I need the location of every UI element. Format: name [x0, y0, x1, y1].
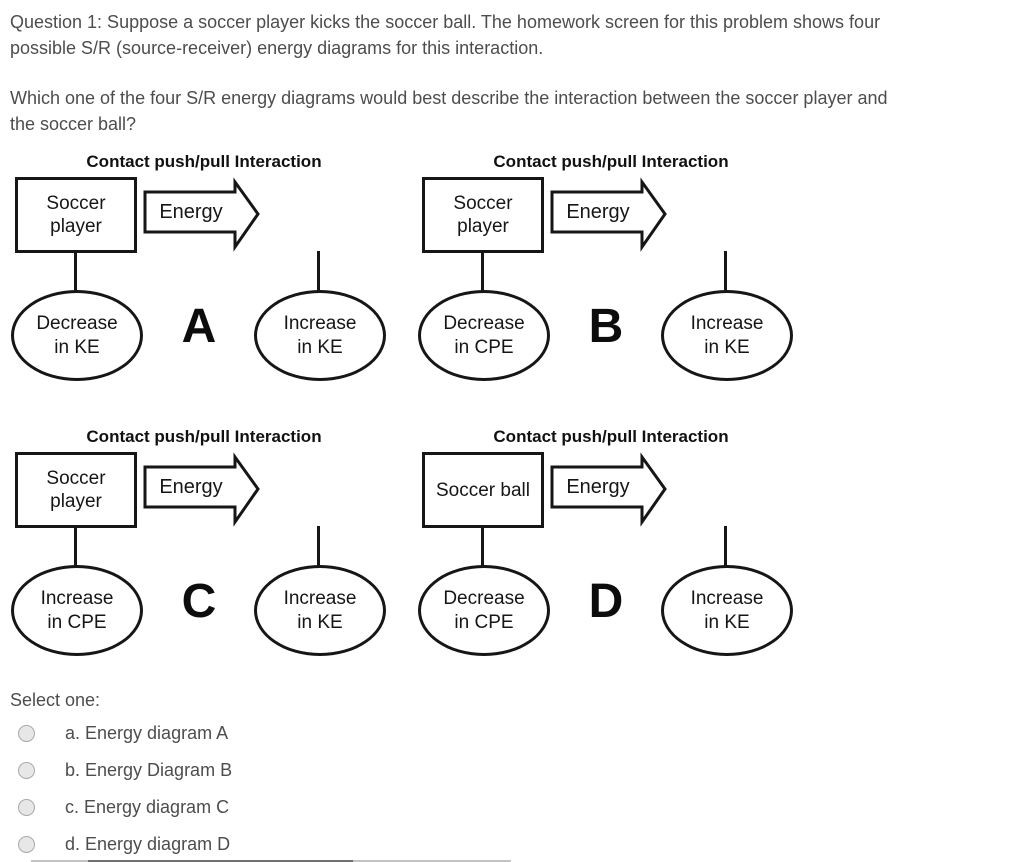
answer-option-a[interactable]: a. Energy diagram A [18, 722, 538, 744]
receiver-change-label: Increase in KE [283, 312, 357, 358]
receiver-connector-line [724, 251, 727, 292]
diagram-title: Contact push/pull Interaction [493, 427, 729, 446]
diagram-letter: C [181, 575, 217, 628]
select-one-label: Select one: [10, 690, 101, 710]
page-bottom-divider-dark [88, 860, 353, 862]
energy-diagram-b: Contact push/pull Interaction Soccer pla… [413, 150, 809, 390]
radio-button-a[interactable] [18, 724, 35, 742]
question-statement: Question 1: Suppose a soccer player kick… [10, 12, 881, 58]
answer-option-b-label[interactable]: b. Energy Diagram B [65, 759, 233, 780]
source-box-label: Soccer player [46, 193, 106, 237]
receiver-connector-line [317, 251, 320, 292]
source-connector-line [481, 526, 484, 567]
source-box: Soccer player [422, 177, 544, 253]
source-change-ellipse: Increase in CPE [11, 565, 143, 656]
energy-arrow-icon [143, 452, 260, 527]
source-change-ellipse: Decrease in CPE [418, 565, 550, 656]
receiver-connector-line [724, 526, 727, 567]
source-change-ellipse: Decrease in CPE [418, 290, 550, 381]
diagram-letter: D [588, 575, 624, 628]
receiver-change-label: Increase in KE [283, 587, 357, 633]
receiver-change-ellipse: Increase in KE [254, 565, 386, 656]
question-prompt: Which one of the four S/R energy diagram… [10, 88, 888, 134]
receiver-change-ellipse: Increase in KE [661, 565, 793, 656]
energy-arrow-label: Energy [159, 476, 223, 498]
diagram-title: Contact push/pull Interaction [86, 152, 322, 171]
receiver-change-label: Increase in KE [690, 312, 764, 358]
source-change-label: Increase in CPE [40, 587, 114, 633]
radio-button-d[interactable] [18, 835, 35, 853]
source-connector-line [74, 526, 77, 567]
energy-arrow-label: Energy [566, 476, 630, 498]
source-box: Soccer player [15, 177, 137, 253]
answer-option-b[interactable]: b. Energy Diagram B [18, 759, 538, 781]
diagram-letter: B [588, 300, 624, 353]
energy-diagram-a: Contact push/pull Interaction Soccer pla… [6, 150, 402, 390]
source-box-label: Soccer player [46, 468, 106, 512]
source-connector-line [74, 251, 77, 292]
energy-arrow-icon [143, 177, 260, 252]
receiver-change-label: Increase in KE [690, 587, 764, 633]
energy-diagram-d: Contact push/pull Interaction Soccer bal… [413, 425, 809, 665]
answer-option-a-label[interactable]: a. Energy diagram A [65, 722, 229, 743]
source-change-ellipse: Decrease in KE [11, 290, 143, 381]
energy-diagram-c: Contact push/pull Interaction Soccer pla… [6, 425, 402, 665]
energy-arrow-label: Energy [159, 201, 223, 223]
energy-arrow-icon [550, 177, 667, 252]
radio-button-c[interactable] [18, 798, 35, 816]
source-box: Soccer ball [422, 452, 544, 528]
source-box-label: Soccer player [453, 193, 513, 237]
answer-option-c-label[interactable]: c. Energy diagram C [65, 796, 230, 817]
source-connector-line [481, 251, 484, 292]
radio-button-b[interactable] [18, 761, 35, 779]
diagram-title: Contact push/pull Interaction [86, 427, 322, 446]
diagram-letter: A [181, 300, 217, 353]
source-box-label: Soccer ball [436, 479, 530, 501]
diagram-title: Contact push/pull Interaction [493, 152, 729, 171]
source-change-label: Decrease in CPE [443, 312, 525, 358]
energy-arrow-icon [550, 452, 667, 527]
receiver-change-ellipse: Increase in KE [661, 290, 793, 381]
answer-option-c[interactable]: c. Energy diagram C [18, 796, 538, 818]
source-change-label: Decrease in KE [36, 312, 118, 358]
receiver-connector-line [317, 526, 320, 567]
answer-option-d[interactable]: d. Energy diagram D [18, 833, 538, 855]
receiver-change-ellipse: Increase in KE [254, 290, 386, 381]
answer-option-d-label[interactable]: d. Energy diagram D [65, 833, 231, 854]
energy-arrow-label: Energy [566, 201, 630, 223]
source-box: Soccer player [15, 452, 137, 528]
source-change-label: Decrease in CPE [443, 587, 525, 633]
